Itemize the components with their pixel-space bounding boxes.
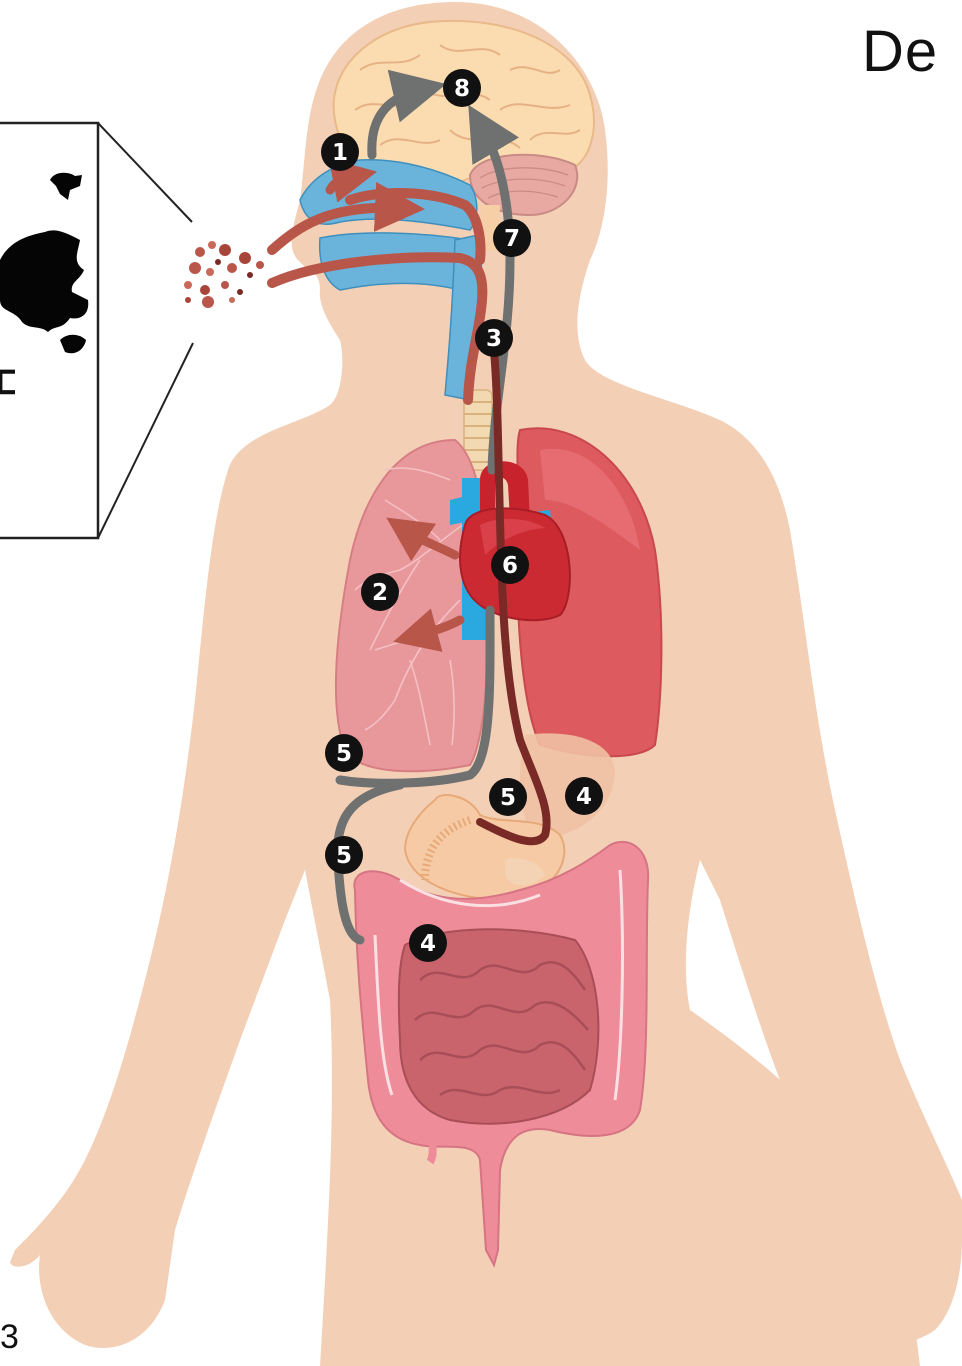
magnified-inset: H — [0, 123, 193, 538]
marker-5-left: 5 — [325, 734, 363, 772]
svg-text:5: 5 — [336, 843, 352, 869]
marker-6: 6 — [491, 546, 529, 584]
marker-4-lower: 4 — [409, 924, 447, 962]
marker-1: 1 — [321, 133, 359, 171]
marker-3: 3 — [475, 319, 513, 357]
marker-5-center: 5 — [489, 778, 527, 816]
svg-text:6: 6 — [502, 553, 518, 579]
svg-text:5: 5 — [500, 785, 516, 811]
marker-7: 7 — [493, 219, 531, 257]
inset-partial-label: H — [0, 366, 24, 398]
page-title-fragment: De — [862, 18, 938, 85]
svg-text:7: 7 — [504, 226, 520, 252]
marker-2: 2 — [361, 573, 399, 611]
svg-text:8: 8 — [454, 76, 470, 102]
appendix — [430, 1120, 433, 1162]
svg-text:4: 4 — [420, 931, 436, 957]
svg-text:3: 3 — [486, 326, 502, 352]
svg-text:1: 1 — [332, 140, 348, 166]
marker-5-lower: 5 — [325, 836, 363, 874]
marker-8: 8 — [443, 69, 481, 107]
page-number: 3 — [0, 1318, 19, 1357]
svg-text:5: 5 — [336, 741, 352, 767]
svg-text:2: 2 — [372, 580, 388, 606]
marker-4-upper: 4 — [565, 777, 603, 815]
zoom-line-bottom — [98, 343, 193, 538]
zoom-line-top — [98, 123, 192, 222]
svg-text:4: 4 — [576, 784, 592, 810]
particle-cluster — [184, 241, 264, 308]
